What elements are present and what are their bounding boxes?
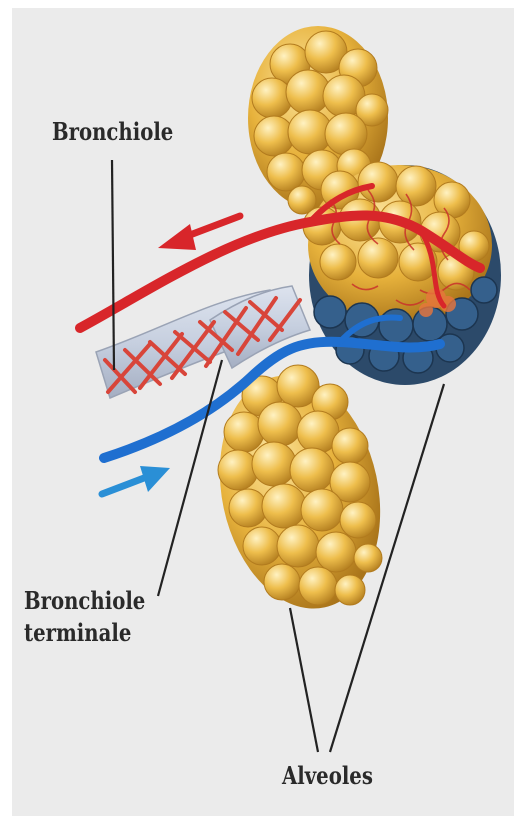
bronchiole-label: Bronchiole xyxy=(52,116,173,148)
alveoles-label: Alveoles xyxy=(282,760,373,792)
bronchiole-leader xyxy=(112,160,114,370)
terminal-bronchiole-label-line1: Bronchiole xyxy=(24,585,145,617)
right-arrow-icon xyxy=(102,466,170,494)
terminal-bronchiole-label: Bronchiole terminale xyxy=(24,585,145,649)
alveoles-leader-left xyxy=(290,608,318,752)
terminal-bronchiole-label-line2: terminale xyxy=(24,617,145,649)
terminal-bronchiole-leader xyxy=(158,360,222,596)
